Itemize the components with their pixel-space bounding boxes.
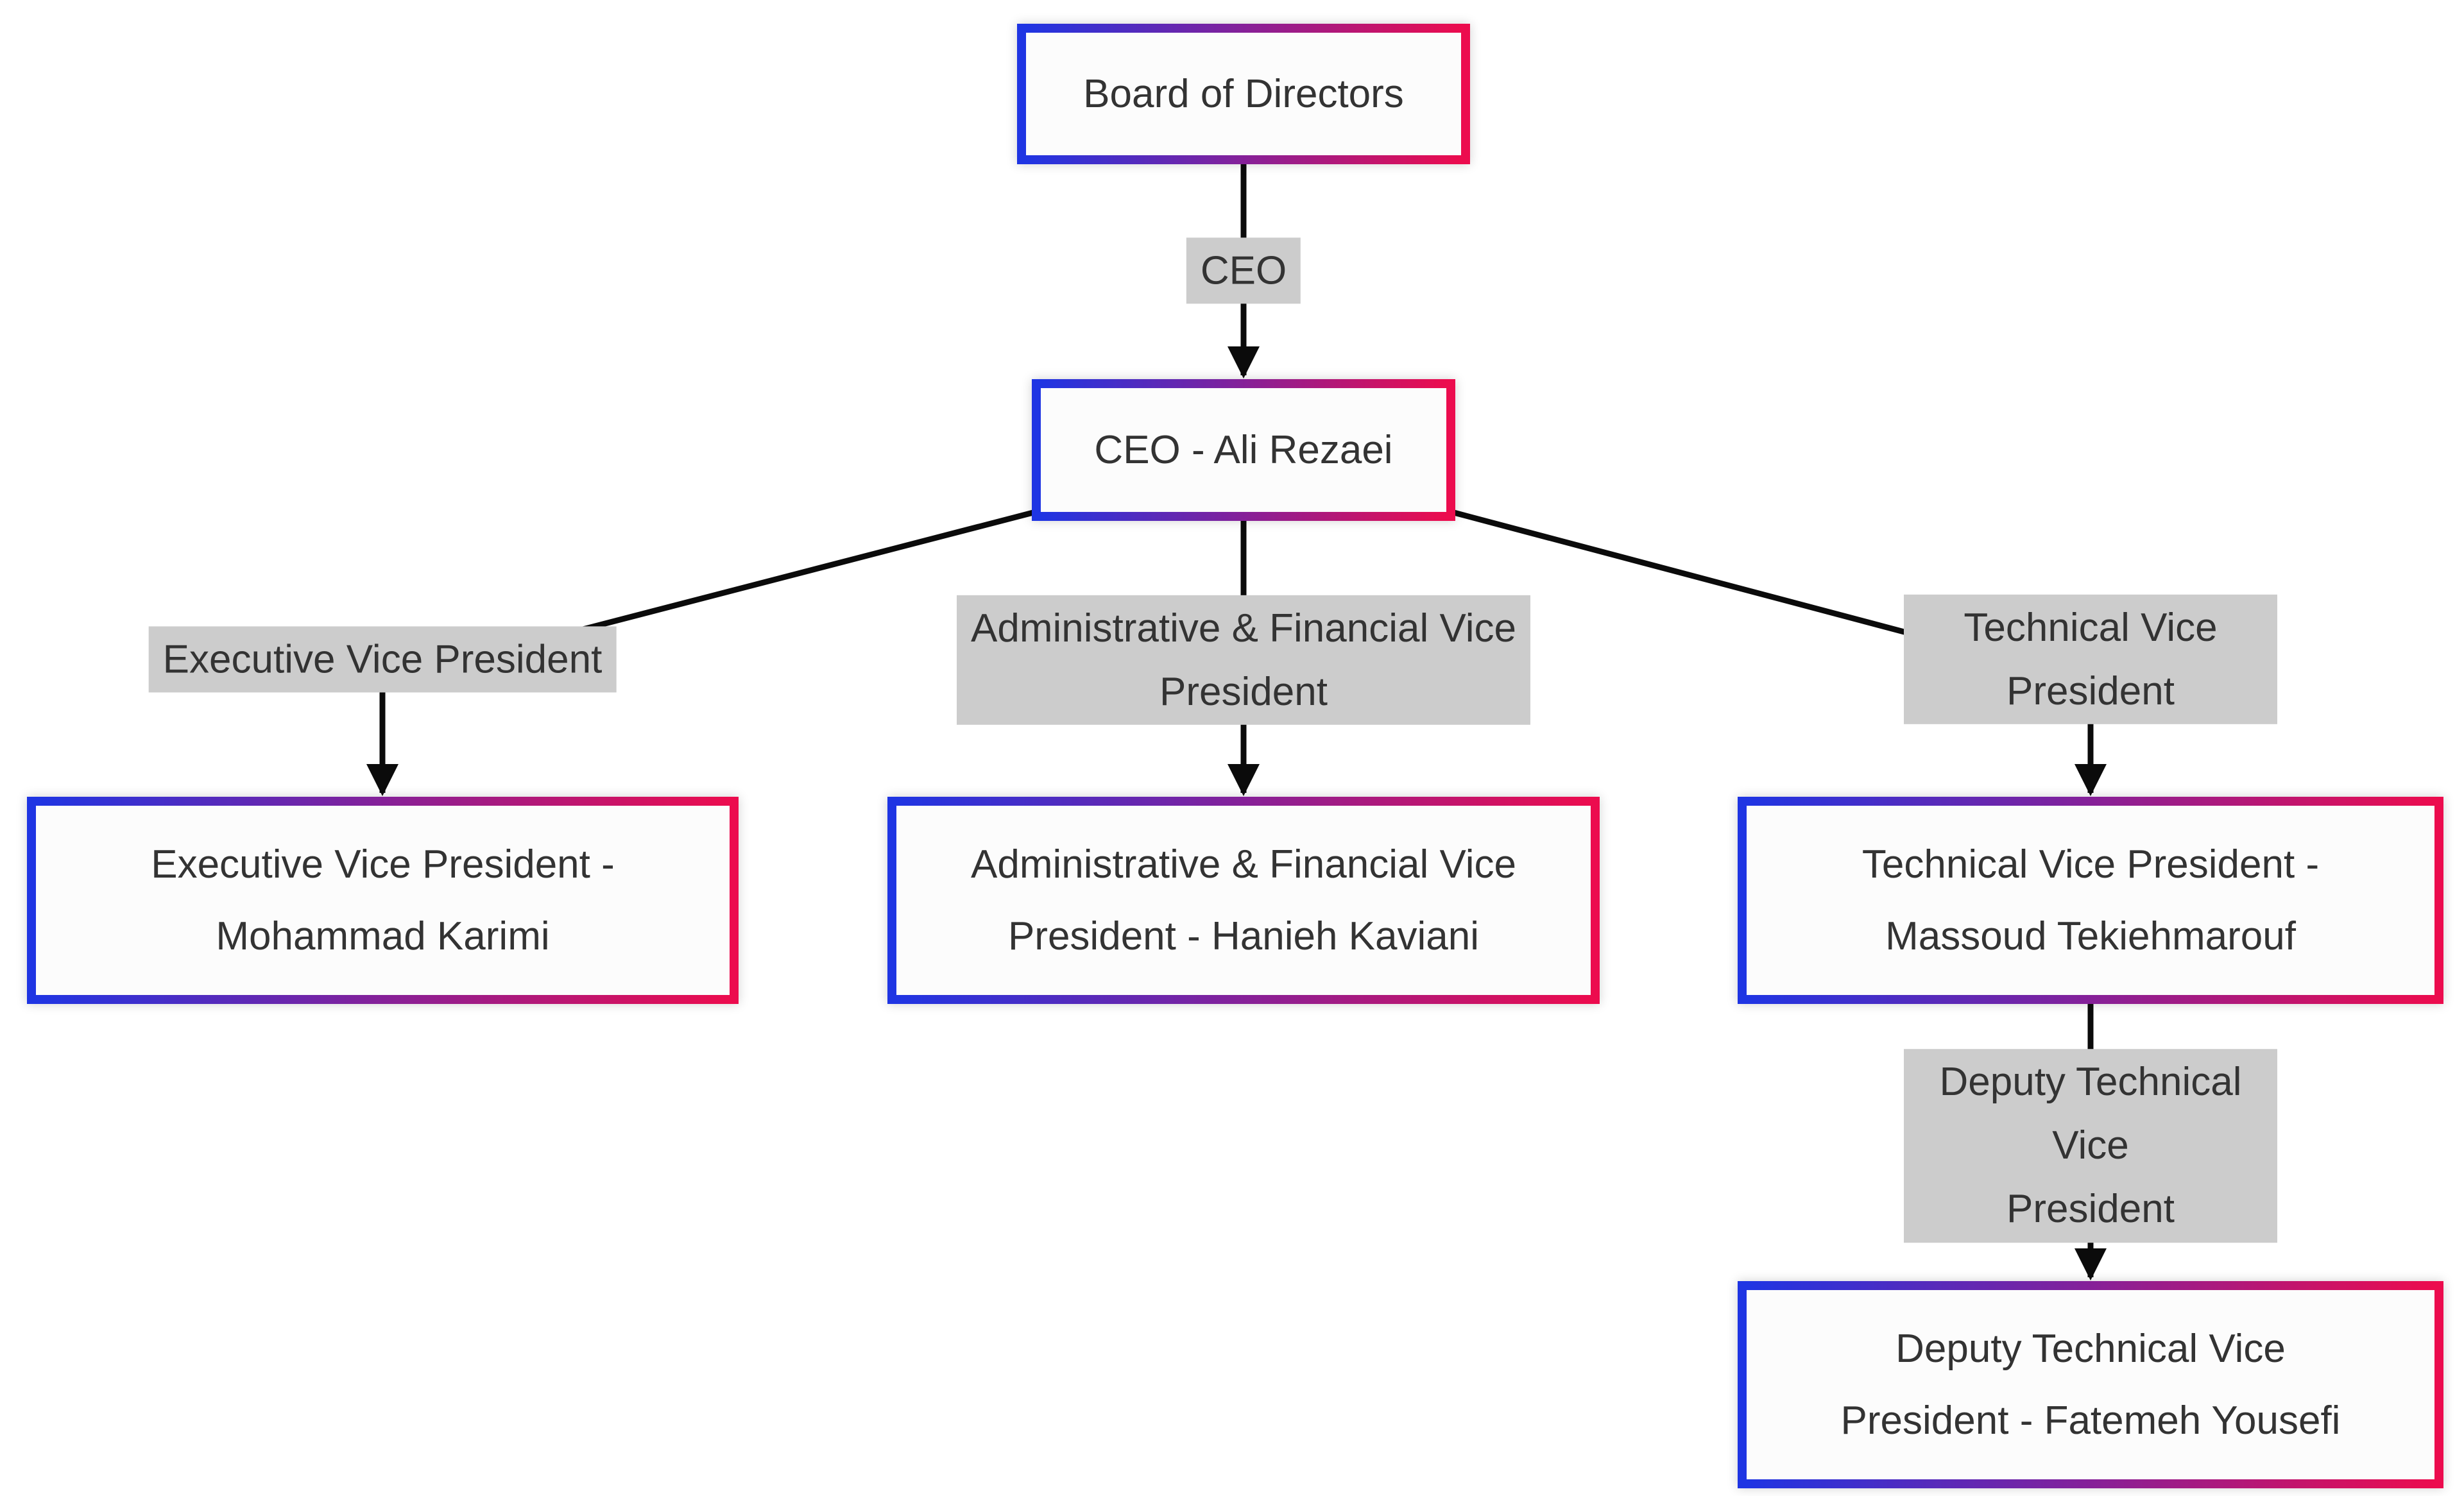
node-administrative-financial-vice-president-hanieh-kaviani: Administrative & Financial Vice Presiden… — [887, 797, 1600, 1004]
edge-label-deputy-technical-vice-president: Deputy Technical Vice President — [1904, 1049, 2277, 1243]
edge-label-executive-vice-president: Executive Vice President — [148, 626, 617, 693]
node-ceo-ali-rezaei: CEO - Ali Rezaei — [1032, 379, 1455, 521]
node-label: Executive Vice President - Mohammad Kari… — [151, 842, 615, 958]
node-technical-vice-president-massoud-tekiehmarouf: Technical Vice President - Massoud Tekie… — [1738, 797, 2443, 1004]
node-label: Administrative & Financial Vice Presiden… — [971, 842, 1516, 958]
node-board-of-directors: Board of Directors — [1017, 24, 1470, 164]
edge-label-administrative-financial-vice-president: Administrative & Financial Vice Presiden… — [957, 595, 1530, 726]
node-label: Board of Directors — [1083, 71, 1404, 116]
node-executive-vice-president-mohammad-karimi: Executive Vice President - Mohammad Kari… — [27, 797, 739, 1004]
edge-label-technical-vice-president: Technical Vice President — [1904, 594, 2277, 725]
node-label: Technical Vice President - Massoud Tekie… — [1861, 842, 2320, 958]
node-label: CEO - Ali Rezaei — [1094, 427, 1393, 472]
node-label: Deputy Technical Vice President - Fateme… — [1840, 1326, 2341, 1443]
node-deputy-technical-vice-president-fatemeh-yousefi: Deputy Technical Vice President - Fateme… — [1738, 1281, 2443, 1488]
edge-label-ceo: CEO — [1186, 237, 1301, 304]
